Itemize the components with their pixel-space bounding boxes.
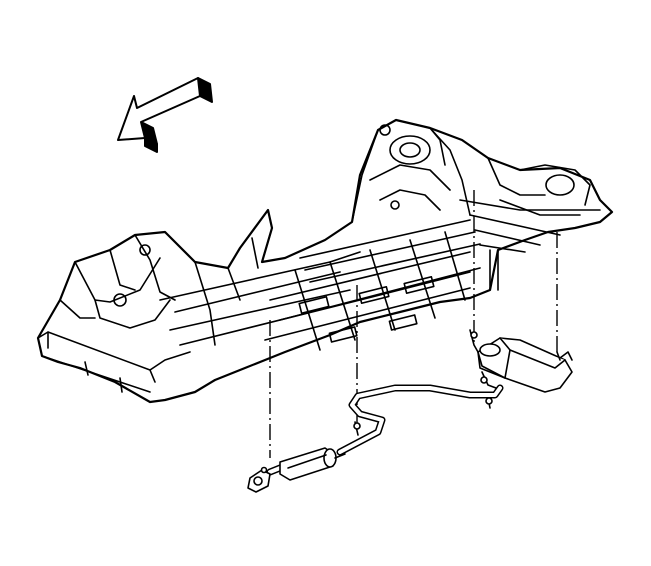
vehicle-underbody-frame [36,118,614,404]
intermediate-pipe [336,384,504,456]
resonator [279,447,346,481]
intermediate-hanger [353,397,493,436]
hanger-reference-lines [269,190,558,458]
rear-hanger-brackets [469,329,561,361]
muffler [477,337,573,393]
front-direction-arrow-icon [117,77,213,153]
front-flange [247,466,271,493]
exhaust-system [247,329,573,493]
